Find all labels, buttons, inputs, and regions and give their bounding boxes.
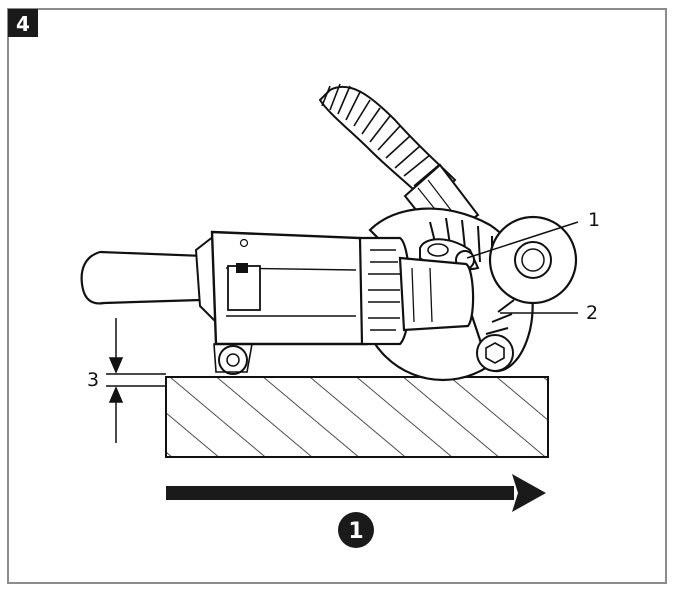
grinder-body (80, 230, 475, 375)
extraction-hose (318, 83, 480, 242)
workpiece (165, 376, 549, 458)
callout-1: 1 (588, 209, 600, 231)
figure-number-badge (8, 9, 38, 37)
guide-roller (488, 215, 578, 305)
figure-number: 4 (16, 12, 30, 36)
direction-arrow (166, 474, 546, 512)
direction-marker-label: 1 (348, 519, 363, 544)
callout-3: 3 (87, 369, 99, 391)
callout-1-leader (466, 221, 579, 259)
support-wheel (476, 334, 514, 372)
depth-dimension (106, 318, 166, 443)
direction-marker (338, 512, 374, 548)
callout-2: 2 (586, 302, 598, 324)
